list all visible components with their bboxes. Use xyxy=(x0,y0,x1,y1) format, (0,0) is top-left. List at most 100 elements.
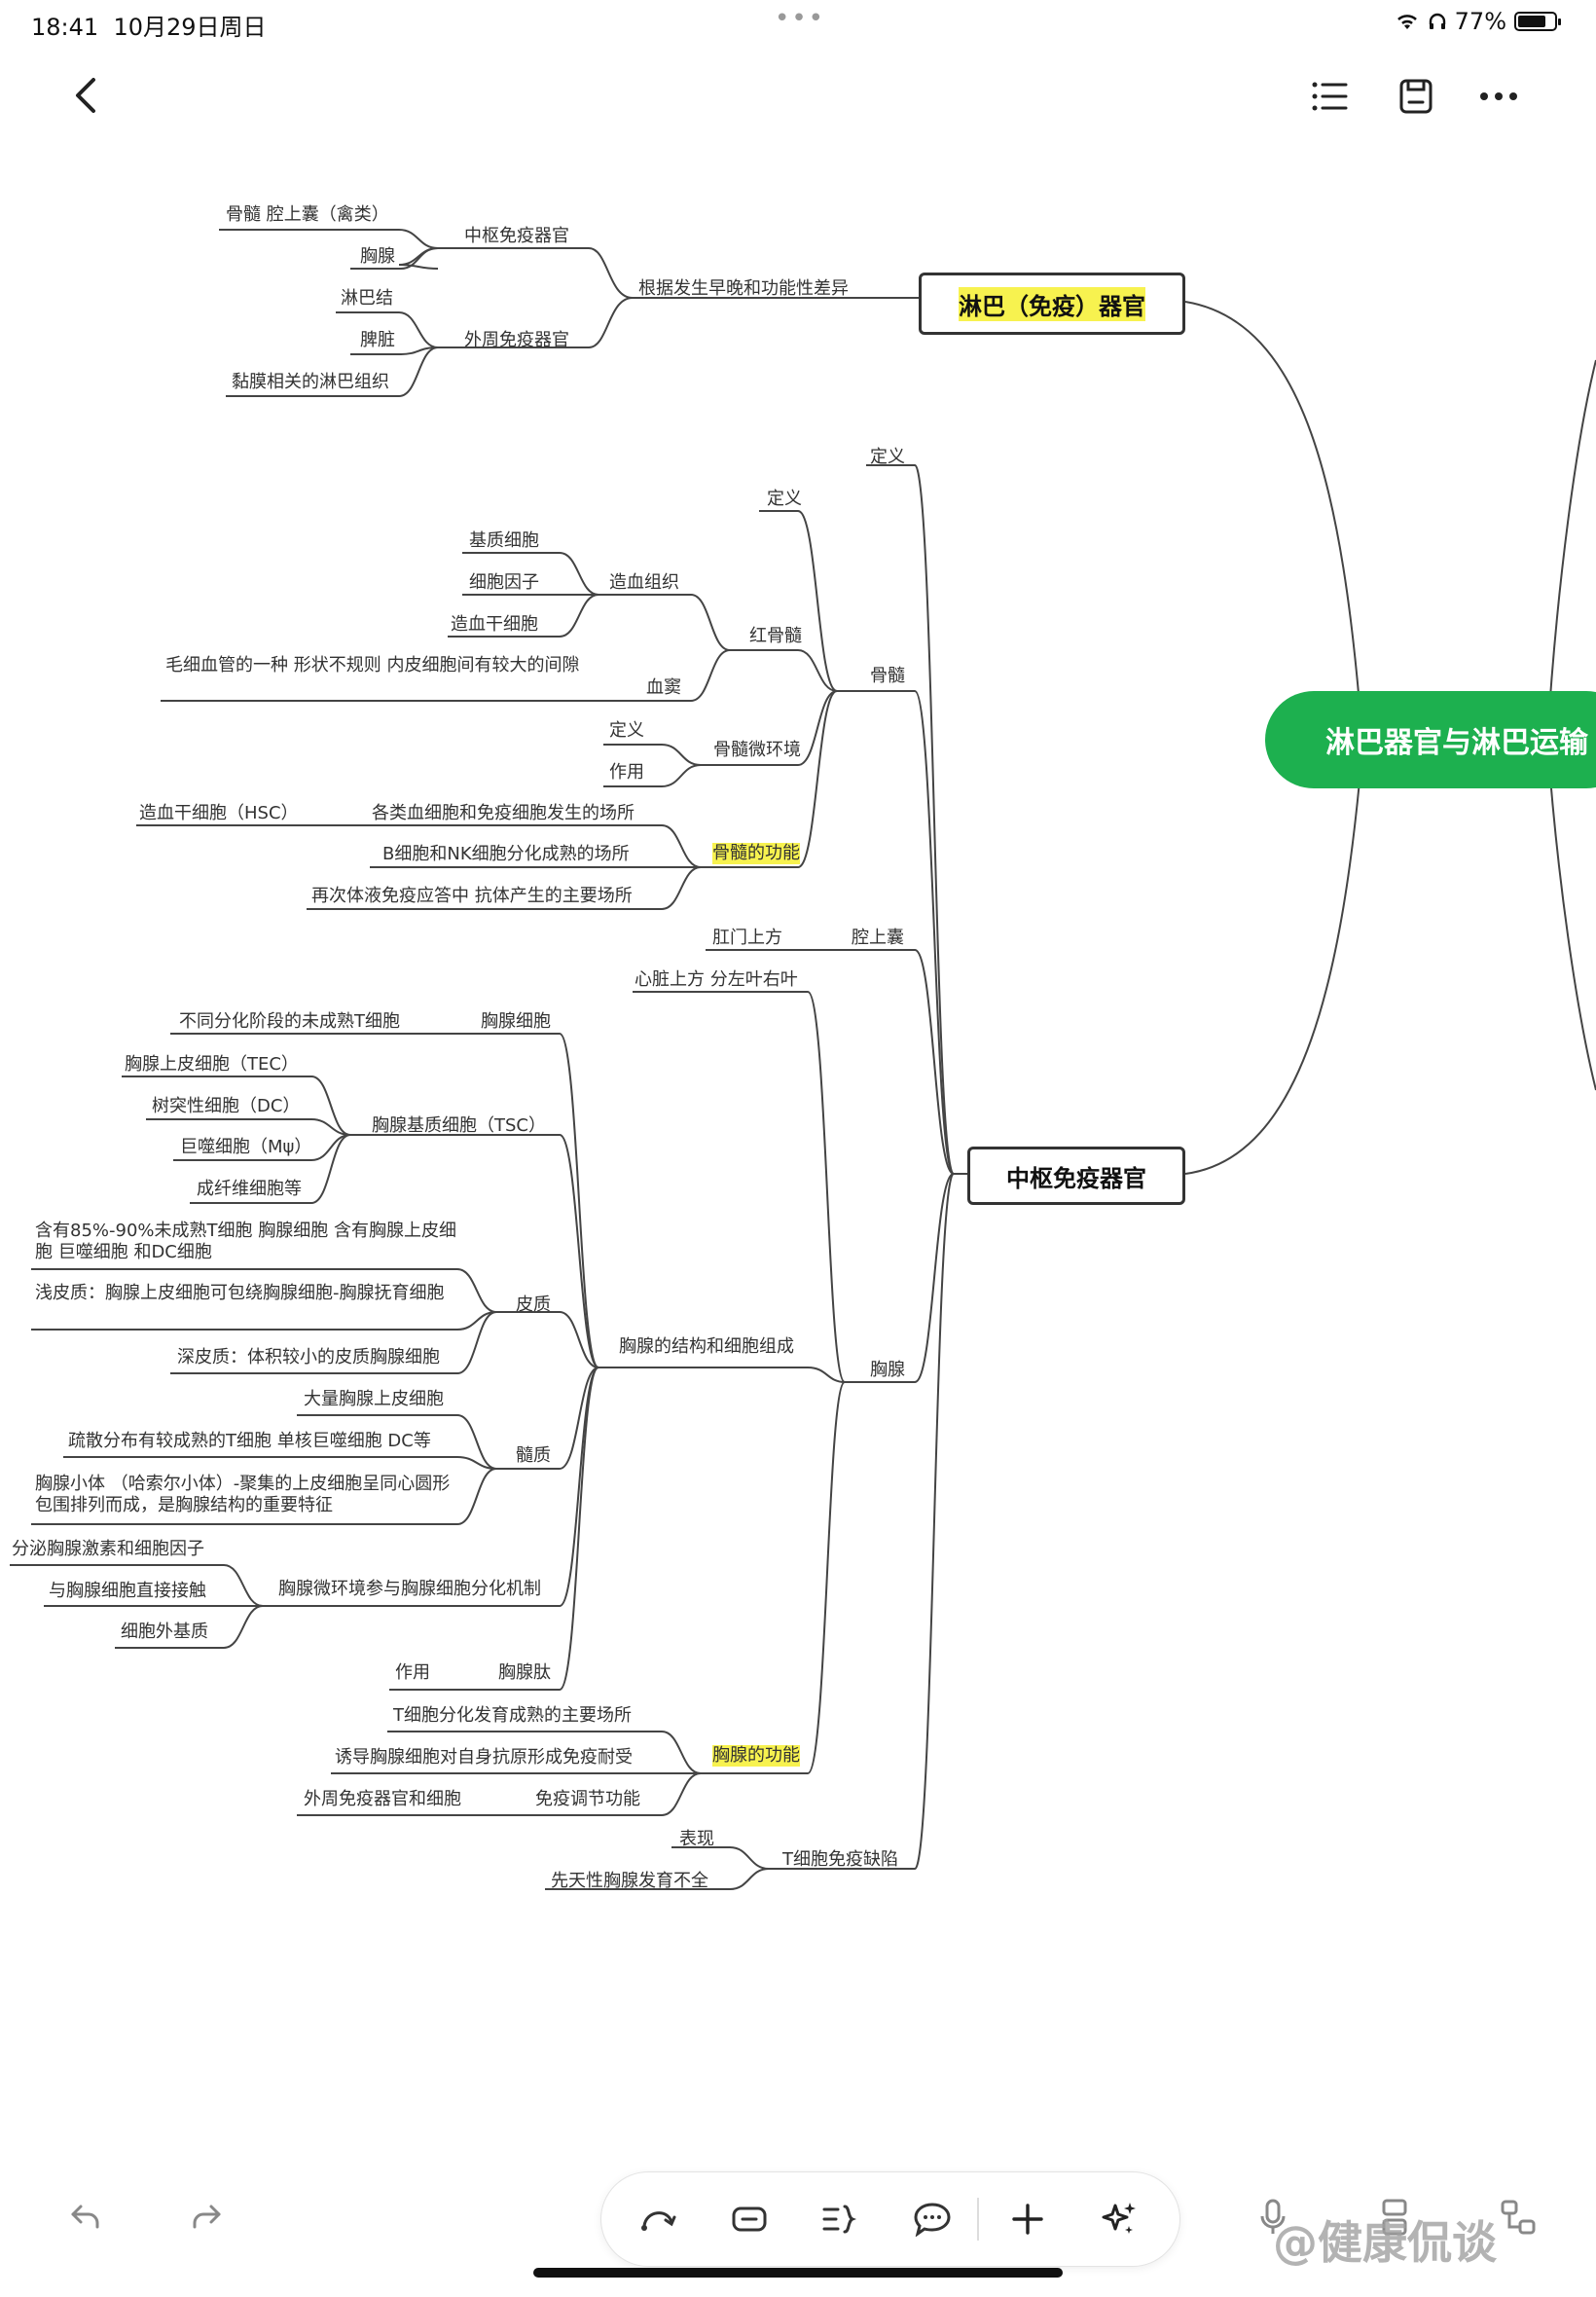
lymph-branch-node[interactable]: 根据发生早晚和功能性差异 xyxy=(638,278,849,299)
microenv-item-1[interactable]: 作用 xyxy=(609,762,644,783)
watermark: @健康侃谈 xyxy=(1273,2216,1497,2269)
stromal-item-3[interactable]: 成纤维细胞等 xyxy=(197,1179,302,1199)
tree-structure-icon xyxy=(1501,2200,1536,2235)
tissue-item-2[interactable]: 造血干细胞 xyxy=(451,614,538,635)
comment-button[interactable] xyxy=(905,2192,960,2246)
peripheral-organ-node[interactable]: 外周免疫器官 xyxy=(464,330,569,350)
add-node-button[interactable] xyxy=(1000,2192,1055,2246)
sparkle-icon xyxy=(1102,2203,1136,2234)
battery-icon xyxy=(1514,12,1561,31)
node-insert-icon xyxy=(1382,2199,1407,2236)
thymus-peptide-node[interactable]: 胸腺肽 xyxy=(498,1662,551,1683)
undo-button[interactable] xyxy=(58,2190,113,2244)
marrow-function-item-2[interactable]: 再次体液免疫应答中 抗体产生的主要场所 xyxy=(311,886,633,906)
stromal-item-2[interactable]: 巨噬细胞（Mψ） xyxy=(180,1137,312,1157)
thymus-microenv-item-0[interactable]: 分泌胸腺激素和细胞因子 xyxy=(12,1539,204,1559)
central-immune-node[interactable]: 中枢免疫器官 xyxy=(967,1147,1185,1205)
central-item-0[interactable]: 骨髓 腔上囊（禽类） xyxy=(226,204,389,225)
marrow-function-node[interactable]: 骨髓的功能 xyxy=(712,843,800,864)
bursa-position-node[interactable]: 肛门上方 xyxy=(712,928,782,948)
list-icon xyxy=(1312,82,1348,111)
t-deficiency-item-0[interactable]: 表现 xyxy=(679,1829,714,1849)
medulla-item-0[interactable]: 大量胸腺上皮细胞 xyxy=(304,1389,444,1409)
hematopoietic-tissue-node[interactable]: 造血组织 xyxy=(609,572,679,593)
wifi-icon xyxy=(1396,15,1417,29)
undo-icon xyxy=(71,2205,99,2229)
structure-button[interactable] xyxy=(1491,2190,1545,2244)
sinus-desc-node[interactable]: 毛细血管的一种 形状不规则 内皮细胞间有较大的间隙 xyxy=(165,655,580,675)
voice-button[interactable] xyxy=(1246,2190,1300,2244)
peripheral-item-2[interactable]: 黏膜相关的淋巴组织 xyxy=(232,372,389,392)
marrow-function-item-0[interactable]: 各类血细胞和免疫细胞发生的场所 xyxy=(372,803,635,823)
headphones-icon xyxy=(1429,13,1445,29)
plus-icon xyxy=(1012,2204,1043,2235)
thymus-microenv-item-1[interactable]: 与胸腺细胞直接接触 xyxy=(49,1581,206,1601)
thymus-function-item-0[interactable]: T细胞分化发育成熟的主要场所 xyxy=(393,1705,632,1726)
relation-button[interactable] xyxy=(631,2192,685,2246)
immunoregulation-desc-node[interactable]: 外周免疫器官和细胞 xyxy=(304,1789,461,1809)
insert-node-button[interactable] xyxy=(1368,2190,1423,2244)
save-button[interactable] xyxy=(1390,72,1442,121)
mindmap-connectors xyxy=(10,229,1596,1890)
thymus-function-item-1[interactable]: 诱导胸腺细胞对自身抗原形成免疫耐受 xyxy=(335,1747,633,1768)
thymus-microenv-node[interactable]: 胸腺微环境参与胸腺细胞分化机制 xyxy=(278,1579,541,1599)
boundary-button[interactable] xyxy=(814,2192,868,2246)
lymph-organs-node[interactable]: 淋巴（免疫）器官 xyxy=(919,273,1185,335)
medulla-node[interactable]: 髓质 xyxy=(516,1445,551,1466)
bottom-toolbar: @健康侃谈 xyxy=(0,2161,1596,2297)
central-definition-node[interactable]: 定义 xyxy=(870,447,905,467)
summary-button[interactable] xyxy=(722,2192,777,2246)
thymus-peptide-role-node[interactable]: 作用 xyxy=(395,1662,430,1683)
central-organ-node[interactable]: 中枢免疫器官 xyxy=(464,226,569,246)
sinus-node[interactable]: 血窦 xyxy=(646,677,681,698)
edit-toolbar-pill xyxy=(601,2172,1179,2266)
central-item-1[interactable]: 胸腺 xyxy=(360,246,395,267)
immunoregulation-node[interactable]: 免疫调节功能 xyxy=(535,1789,640,1809)
marrow-microenv-node[interactable]: 骨髓微环境 xyxy=(713,740,801,760)
home-indicator[interactable] xyxy=(533,2268,1063,2278)
red-marrow-node[interactable]: 红骨髓 xyxy=(749,626,802,646)
cortex-item-2[interactable]: 深皮质：体积较小的皮质胸腺细胞 xyxy=(177,1347,440,1367)
microenv-item-0[interactable]: 定义 xyxy=(609,720,644,741)
summary-box-icon xyxy=(732,2206,767,2232)
battery-percent: 77% xyxy=(1454,8,1506,35)
stromal-node[interactable]: 胸腺基质细胞（TSC） xyxy=(372,1115,546,1136)
outline-button[interactable] xyxy=(1304,72,1357,121)
thymus-structure-node[interactable]: 胸腺的结构和细胞组成 xyxy=(619,1336,794,1357)
more-button[interactable] xyxy=(1471,72,1526,121)
t-deficiency-node[interactable]: T细胞免疫缺陷 xyxy=(782,1849,898,1870)
bursa-node[interactable]: 腔上囊 xyxy=(852,928,904,948)
marrow-function-item-1[interactable]: B细胞和NK细胞分化成熟的场所 xyxy=(382,844,630,864)
thymocytes-node[interactable]: 胸腺细胞 xyxy=(481,1011,551,1032)
marrow-definition-node[interactable]: 定义 xyxy=(767,489,802,509)
hsc-node[interactable]: 造血干细胞（HSC） xyxy=(139,803,299,823)
medulla-item-1[interactable]: 疏散分布有较成熟的T细胞 单核巨噬细胞 DC等 xyxy=(68,1431,431,1451)
root-node[interactable]: 淋巴器官与淋巴运输 xyxy=(1265,691,1596,788)
redo-button[interactable] xyxy=(179,2190,234,2244)
thymus-function-node[interactable]: 胸腺的功能 xyxy=(712,1745,800,1767)
tissue-item-1[interactable]: 细胞因子 xyxy=(469,572,539,593)
thymus-node[interactable]: 胸腺 xyxy=(870,1360,905,1380)
stromal-item-1[interactable]: 树突性细胞（DC） xyxy=(152,1096,301,1116)
ai-button[interactable] xyxy=(1092,2192,1146,2246)
bone-marrow-node[interactable]: 骨髓 xyxy=(870,666,905,686)
thymus-position-node[interactable]: 心脏上方 分左叶右叶 xyxy=(635,969,798,990)
thymus-microenv-item-2[interactable]: 细胞外基质 xyxy=(121,1622,208,1642)
cortex-item-0[interactable]: 含有85%-90%未成熟T细胞 胸腺细胞 含有胸腺上皮细胞 巨噬细胞 和DC细胞 xyxy=(35,1221,456,1262)
multitask-dots-icon[interactable]: ••• xyxy=(775,4,826,33)
cortex-item-1[interactable]: 浅皮质：胸腺上皮细胞可包绕胸腺细胞-胸腺抚育细胞 xyxy=(35,1283,445,1303)
t-deficiency-item-1[interactable]: 先天性胸腺发育不全 xyxy=(551,1871,708,1891)
status-time: 18:41 xyxy=(31,14,99,41)
redo-icon xyxy=(193,2205,221,2229)
peripheral-item-0[interactable]: 淋巴结 xyxy=(341,288,393,309)
stromal-item-0[interactable]: 胸腺上皮细胞（TEC） xyxy=(125,1054,299,1075)
status-bar: 18:41 10月29日周日 ••• 77% xyxy=(0,0,1596,47)
save-icon xyxy=(1399,79,1433,114)
back-button[interactable] xyxy=(58,68,113,123)
medulla-item-2[interactable]: 胸腺小体 （哈索尔小体）-聚集的上皮细胞呈同心圆形包围排列而成，是胸腺结构的重要… xyxy=(35,1474,451,1515)
tissue-item-0[interactable]: 基质细胞 xyxy=(469,530,539,551)
peripheral-item-1[interactable]: 脾脏 xyxy=(360,330,395,350)
lymph-organs-label: 淋巴（免疫）器官 xyxy=(959,286,1145,321)
thymocytes-desc-node[interactable]: 不同分化阶段的未成熟T细胞 xyxy=(179,1011,400,1032)
cortex-node[interactable]: 皮质 xyxy=(516,1294,551,1315)
